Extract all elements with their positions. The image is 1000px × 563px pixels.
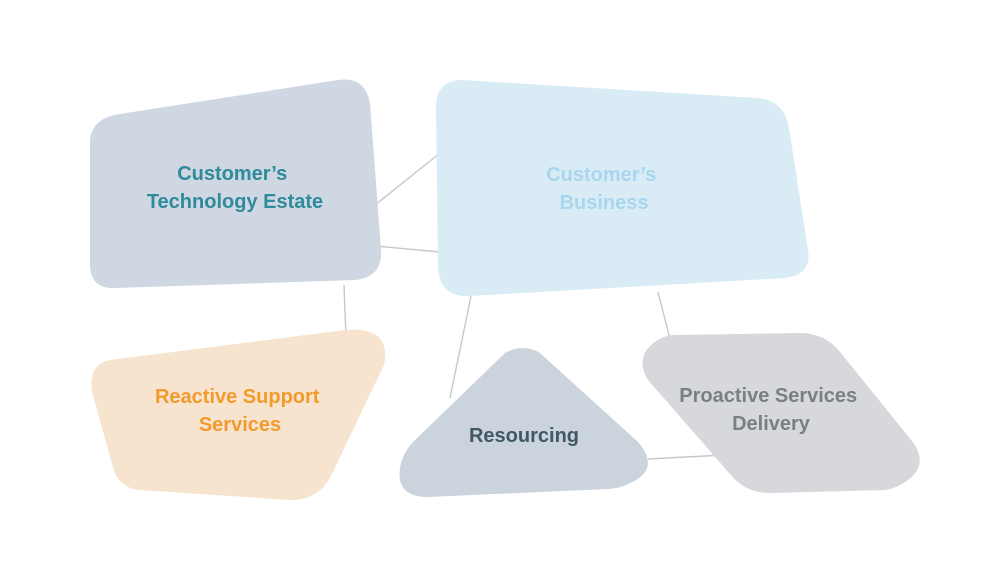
node-proactive-services: Proactive Services Delivery	[642, 333, 920, 493]
proactive-services-shape	[642, 333, 920, 493]
resourcing-label: Resourcing	[469, 425, 579, 447]
connector-resourcing-proactive	[647, 454, 725, 460]
resourcing-shape	[399, 348, 648, 497]
svg-text:Customer’s Business: Customer’s Business	[546, 164, 662, 214]
technology-estate-shape	[90, 79, 382, 289]
proactive-services-label-line2: Delivery	[732, 413, 811, 435]
svg-text:Resourcing: Resourcing	[469, 425, 579, 447]
node-business: Customer’s Business	[436, 80, 809, 297]
business-label-line2: Business	[560, 192, 649, 214]
connector-estate-reactive	[343, 284, 347, 339]
svg-text:Proactive Services Deliv: Proactive Services Delivery	[679, 385, 862, 435]
node-reactive-support: Reactive Support Services	[91, 329, 386, 500]
proactive-services-label-line1: Proactive Services	[679, 385, 857, 407]
business-shape	[436, 80, 809, 297]
connector-business-proactive	[657, 291, 671, 340]
reactive-support-shape	[91, 329, 386, 500]
reactive-support-label-line2: Services	[199, 414, 281, 436]
connectors	[343, 152, 725, 460]
connector-estate-business-lower	[374, 245, 441, 253]
connector-business-resourcing	[449, 295, 472, 399]
svg-text:Customer’s Technology Es: Customer’s Technology Estate	[147, 163, 323, 213]
technology-estate-label-line1: Customer’s	[177, 163, 287, 185]
technology-estate-label-line2: Technology Estate	[147, 191, 323, 213]
business-label-line1: Customer’s	[546, 164, 656, 186]
reactive-support-label-line1: Reactive Support	[155, 386, 320, 408]
node-technology-estate: Customer’s Technology Estate	[90, 79, 382, 289]
connector-estate-business-upper	[374, 152, 441, 206]
node-resourcing: Resourcing	[399, 348, 648, 497]
svg-text:Reactive Support Service: Reactive Support Services	[155, 386, 325, 436]
